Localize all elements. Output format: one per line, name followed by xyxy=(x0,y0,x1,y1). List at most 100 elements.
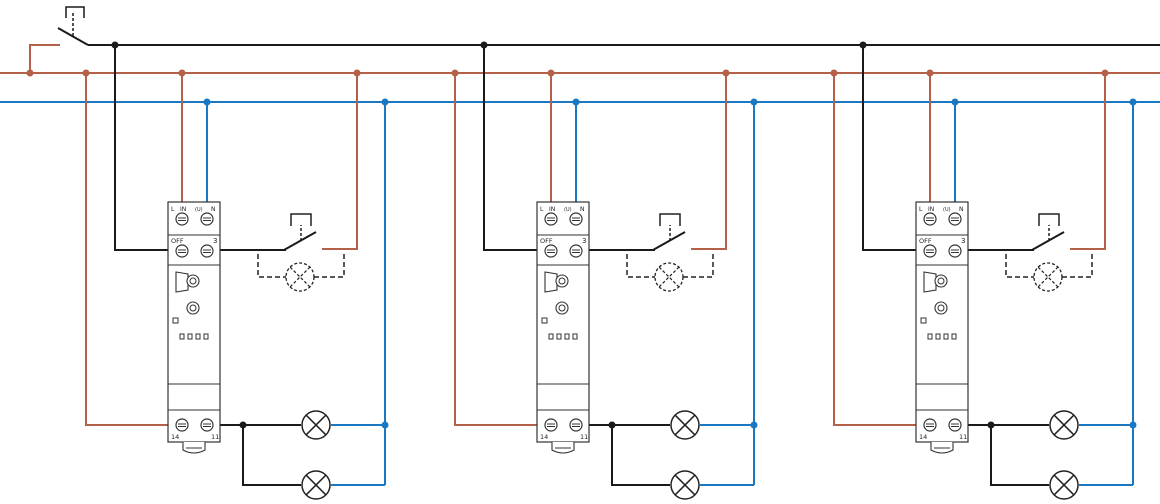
master-push-switch xyxy=(26,6,89,77)
led-indicator xyxy=(541,317,548,324)
junction-dot xyxy=(1129,421,1137,429)
lamp-icon xyxy=(1049,410,1079,440)
optional-lamp-icon xyxy=(285,262,315,292)
dip-switch xyxy=(943,333,949,340)
mode-dial-inner xyxy=(558,277,566,285)
dip-switch xyxy=(556,333,562,340)
supply-bus xyxy=(0,6,1160,103)
mode-dial xyxy=(934,274,948,288)
terminal-label-14: 14 xyxy=(540,433,548,441)
terminal-label-u: (U) xyxy=(943,207,951,213)
wire xyxy=(683,254,714,278)
wire xyxy=(691,73,727,250)
screw-head xyxy=(948,212,962,226)
terminal-label-u: (U) xyxy=(195,207,203,213)
terminal-screw xyxy=(569,418,583,432)
pushbutton-cap xyxy=(290,213,312,226)
dip-switch xyxy=(203,333,209,340)
led-indicator xyxy=(920,317,927,324)
wire xyxy=(114,45,170,251)
screw-head xyxy=(923,244,937,258)
time-dial xyxy=(555,301,569,315)
screw-head xyxy=(569,244,583,258)
terminal-label-11: 11 xyxy=(959,433,967,441)
junction-dot xyxy=(26,69,34,77)
terminal-screw xyxy=(544,244,558,258)
terminal-label-l: L xyxy=(919,206,923,213)
screw-head xyxy=(175,212,189,226)
lamp-cross xyxy=(674,414,696,436)
time-dial-inner xyxy=(558,304,566,312)
time-dial xyxy=(934,301,948,315)
wire xyxy=(85,73,170,426)
lamp-cross xyxy=(305,474,327,496)
junction-dot xyxy=(381,421,389,429)
pushbutton-contact xyxy=(652,231,686,251)
terminal-screw xyxy=(948,244,962,258)
mode-dial xyxy=(186,274,200,288)
dip-switch xyxy=(564,333,570,340)
dip-switch xyxy=(179,333,185,340)
screw-head xyxy=(200,418,214,432)
screw-head xyxy=(923,418,937,432)
terminal-label-14: 14 xyxy=(919,433,927,441)
lamp-circle xyxy=(654,262,684,292)
lamp-cross xyxy=(305,414,327,436)
mode-dial-inner xyxy=(937,277,945,285)
terminal-screw xyxy=(948,212,962,226)
mode-knob-icon xyxy=(923,271,937,293)
wire xyxy=(242,425,301,486)
dip-switch xyxy=(927,333,933,340)
terminal-label-off: OFF xyxy=(171,237,184,245)
lamp-icon xyxy=(1049,470,1079,500)
wire xyxy=(1062,254,1093,278)
lamp-icon xyxy=(301,470,331,500)
optional-lamp-icon xyxy=(654,262,684,292)
terminal-screw xyxy=(544,418,558,432)
screw-head xyxy=(200,244,214,258)
mode-knob-icon xyxy=(175,271,189,293)
terminal-label-u: (U) xyxy=(564,207,572,213)
lamp-cross xyxy=(1053,414,1075,436)
terminal-screw xyxy=(948,418,962,432)
screw-head xyxy=(175,244,189,258)
lamp-circle xyxy=(285,262,315,292)
wire xyxy=(483,45,539,251)
wire xyxy=(1070,73,1106,250)
terminal-screw xyxy=(175,244,189,258)
pushbutton-contact xyxy=(1031,231,1065,251)
terminal-screw xyxy=(175,418,189,432)
terminal-screw xyxy=(200,418,214,432)
wire xyxy=(626,254,655,278)
wire xyxy=(611,425,670,486)
lamp-circle xyxy=(1033,262,1063,292)
terminal-label-in: IN xyxy=(180,206,186,213)
dip-switch xyxy=(935,333,941,340)
terminal-screw xyxy=(569,212,583,226)
screw-head xyxy=(948,418,962,432)
terminal-label-off: OFF xyxy=(919,237,932,245)
screw-head xyxy=(175,418,189,432)
optional-lamp-icon xyxy=(1033,262,1063,292)
lamp-icon xyxy=(301,410,331,440)
mode-dial xyxy=(555,274,569,288)
terminal-label-14: 14 xyxy=(171,433,179,441)
time-dial xyxy=(186,301,200,315)
pushbutton-cap xyxy=(1038,213,1060,226)
terminal-label-n: N xyxy=(959,206,964,213)
dip-switch xyxy=(187,333,193,340)
terminal-screw xyxy=(544,212,558,226)
wire xyxy=(454,73,539,426)
terminal-label-11: 11 xyxy=(211,433,219,441)
led-indicator xyxy=(172,317,179,324)
dip-switch xyxy=(548,333,554,340)
terminal-screw xyxy=(923,212,937,226)
screw-head xyxy=(544,212,558,226)
screw-head xyxy=(544,418,558,432)
dip-switch xyxy=(195,333,201,340)
